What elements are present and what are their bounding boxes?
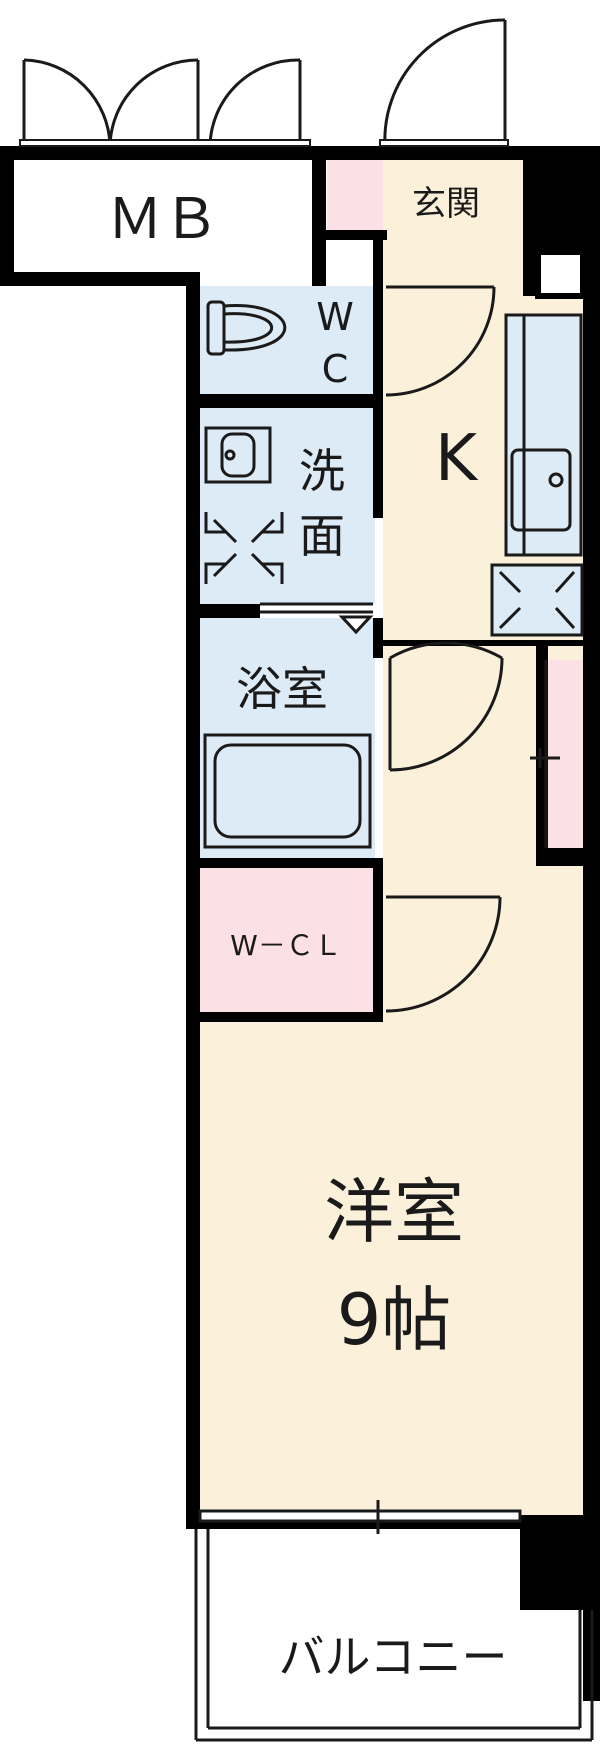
door-swing-icon xyxy=(388,641,504,772)
western-room-size: 9帖 xyxy=(337,1279,452,1361)
washroom-label-1: 洗 xyxy=(299,444,345,498)
bath-label: 浴室 xyxy=(236,662,328,716)
entrance-floor xyxy=(383,160,523,235)
closet-strip xyxy=(548,660,583,848)
wc-room xyxy=(200,286,375,395)
fridge-area xyxy=(492,565,582,635)
entrance-label: 玄関 xyxy=(412,184,480,224)
washer-icon xyxy=(204,512,284,584)
door-swing-icon xyxy=(385,285,496,397)
toilet-icon xyxy=(206,300,287,356)
wc-label-2: C xyxy=(322,347,349,391)
balcony xyxy=(194,1529,594,1742)
sink-icon xyxy=(504,313,583,557)
western-room-floor xyxy=(200,1020,583,1525)
walls xyxy=(0,146,600,1701)
kitchen-label: K xyxy=(435,422,479,496)
balcony-label: バルコニー xyxy=(278,1630,507,1684)
entrance-pink xyxy=(327,160,383,230)
mb-box xyxy=(14,160,312,272)
western-room-label: 洋室 xyxy=(324,1171,464,1253)
entrance-frame xyxy=(379,139,509,147)
bathtub-icon xyxy=(203,733,372,849)
mb-frame xyxy=(19,139,311,147)
wc-label-1: W xyxy=(316,295,354,339)
balcony-window xyxy=(198,1500,522,1534)
washroom-label-2: 面 xyxy=(299,509,345,563)
door-swing-icon xyxy=(385,895,502,1013)
wcl-room xyxy=(200,868,375,1012)
wcl-label: W－ＣＬ xyxy=(230,929,342,962)
sliding-door xyxy=(260,602,374,635)
bath-room xyxy=(200,618,375,858)
door-swing-icon xyxy=(22,18,507,147)
mb-label: ＭＢ xyxy=(107,187,219,252)
washroom xyxy=(200,408,375,604)
fridge-top-box xyxy=(535,249,586,299)
fridge-icon xyxy=(490,563,584,637)
basin-icon xyxy=(204,426,272,484)
closet-door xyxy=(530,660,560,848)
